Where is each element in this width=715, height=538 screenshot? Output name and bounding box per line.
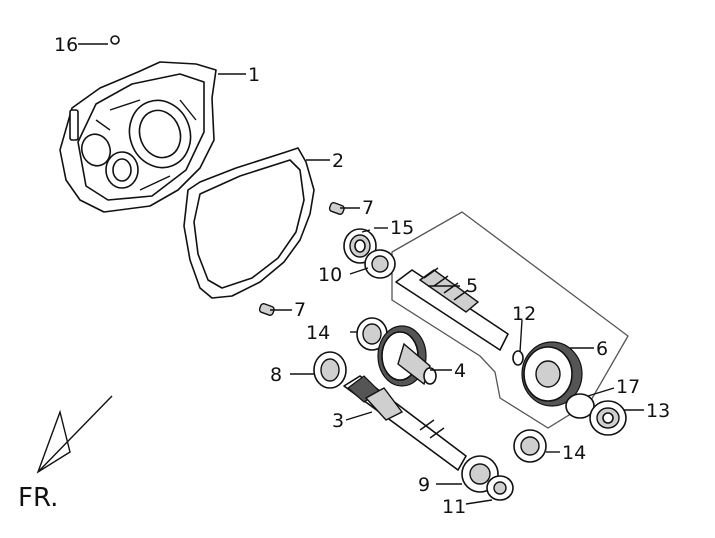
callout-14-upper: 14 — [306, 322, 330, 344]
callout-16: 16 — [54, 34, 78, 56]
breather-hose — [72, 33, 120, 110]
final-gear — [521, 341, 583, 407]
callout-4: 4 — [454, 360, 466, 382]
callout-6: 6 — [596, 338, 608, 360]
callout-labels: 1 2 7 15 10 5 7 12 14 6 4 8 17 13 3 14 9… — [54, 34, 670, 518]
callout-9: 9 — [418, 474, 430, 496]
callout-12: 12 — [512, 303, 536, 325]
dowel-pin-upper — [328, 201, 345, 215]
washer-17 — [565, 393, 595, 419]
callout-2: 2 — [332, 150, 344, 172]
callout-15: 15 — [390, 217, 414, 239]
assembly-group-outline — [391, 211, 629, 429]
callout-13: 13 — [646, 400, 670, 422]
callout-14-lower: 14 — [562, 442, 586, 464]
callout-7-lower: 7 — [294, 299, 306, 321]
bearing-9 — [461, 455, 499, 493]
output-shaft — [395, 267, 509, 351]
bearing-13 — [589, 400, 627, 436]
bearing-14-upper — [356, 317, 388, 351]
oil-seal-10 — [364, 249, 396, 279]
callout-1: 1 — [248, 64, 260, 86]
front-direction-label: FR. — [18, 483, 58, 513]
leader-lines — [78, 43, 644, 505]
callout-7-upper: 7 — [362, 197, 374, 219]
callout-5: 5 — [466, 275, 478, 297]
circlip — [512, 350, 524, 366]
bearing-8 — [313, 351, 347, 389]
countershaft-gear — [377, 325, 437, 387]
callout-17: 17 — [616, 376, 640, 398]
dowel-pin-lower — [258, 302, 275, 316]
callout-3: 3 — [332, 410, 344, 432]
callout-11: 11 — [442, 496, 466, 518]
callout-10: 10 — [318, 264, 342, 286]
drive-shaft — [343, 375, 467, 471]
callout-8: 8 — [270, 364, 282, 386]
bearing-14-lower — [513, 429, 547, 463]
oil-seal-11 — [486, 475, 514, 501]
transmission-cover — [59, 61, 217, 213]
front-direction-arrow-icon — [36, 395, 113, 474]
